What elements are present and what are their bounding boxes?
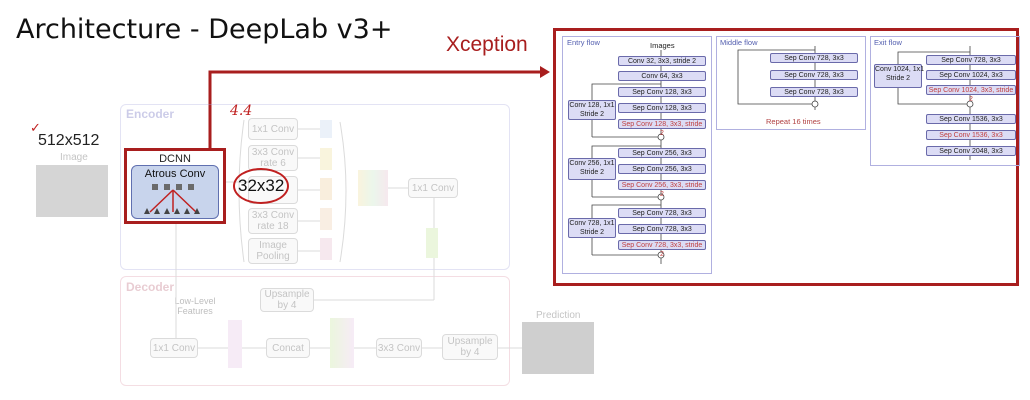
exit-layer-1: Sep Conv 728, 3x3	[926, 55, 1016, 65]
low-level-label: Low-Level Features	[174, 296, 216, 316]
decoder-concat-stack	[330, 318, 354, 368]
image-label: Image	[60, 152, 88, 163]
dcnn-label: DCNN	[159, 153, 191, 165]
atrous-conv-label: Atrous Conv	[144, 168, 206, 180]
concat-box: Concat	[266, 338, 310, 358]
middle-layer-3: Sep Conv 728, 3x3	[770, 87, 858, 97]
entry-layer-5: Sep Conv 128, 3x3, stride 2	[618, 119, 706, 137]
middle-flow-title: Middle flow	[720, 38, 758, 47]
exit-layer-2: Sep Conv 1024, 3x3	[926, 70, 1016, 80]
entry-layer-6: Sep Conv 256, 3x3	[618, 148, 706, 158]
entry-layer-11: Sep Conv 728, 3x3, stride 2	[618, 240, 706, 258]
prediction-label: Prediction	[536, 310, 581, 321]
dec-3x3-conv: 3x3 Conv	[376, 338, 422, 358]
scribble-annotation: 4.4	[230, 103, 253, 119]
atrous-kernel-diagram	[144, 184, 200, 214]
middle-layer-1: Sep Conv 728, 3x3	[770, 53, 858, 63]
feature-block	[320, 178, 332, 200]
low-level-block	[228, 320, 242, 368]
entry-flow-title: Entry flow	[567, 38, 600, 47]
concat-stack	[358, 170, 388, 206]
images-label: Images	[650, 41, 675, 50]
upsample-box-2: Upsample by 4	[442, 334, 498, 360]
encoder-output	[426, 228, 438, 258]
entry-layer-9: Sep Conv 728, 3x3	[618, 208, 706, 218]
aspp-1x1: 1x1 Conv	[248, 118, 298, 140]
entry-layer-3: Sep Conv 128, 3x3	[618, 87, 706, 97]
encoder-label: Encoder	[126, 107, 175, 121]
entry-skip-1: Conv 128, 1x1 Stride 2	[568, 100, 616, 120]
middle-layer-2: Sep Conv 728, 3x3	[770, 70, 858, 80]
entry-layer-4: Sep Conv 128, 3x3	[618, 103, 706, 113]
entry-layer-7: Sep Conv 256, 3x3	[618, 164, 706, 174]
entry-layer-1: Conv 32, 3x3, stride 2	[618, 56, 706, 66]
exit-layer-6: Sep Conv 2048, 3x3	[926, 146, 1016, 156]
check-mark: ✓	[30, 120, 41, 135]
decoder-box	[120, 276, 510, 386]
entry-layer-10: Sep Conv 728, 3x3	[618, 224, 706, 234]
aspp-rate6: 3x3 Conv rate 6	[248, 145, 298, 171]
entry-layer-8: Sep Conv 256, 3x3, stride 2	[618, 180, 706, 198]
exit-layer-3: Sep Conv 1024, 3x3, stride 2	[926, 85, 1016, 103]
decoder-label: Decoder	[126, 280, 175, 294]
upsample-box: Upsample by 4	[260, 288, 314, 312]
encoder-box	[120, 104, 510, 270]
middle-flow-section	[716, 36, 866, 130]
input-size-annotation: 512x512	[38, 132, 100, 149]
aspp-pooling: Image Pooling	[248, 238, 298, 264]
feature-size-annotation: 32x32	[238, 176, 285, 195]
exit-layer-5: Sep Conv 1536, 3x3	[926, 130, 1016, 140]
feature-block	[320, 238, 332, 260]
xception-annotation: Xception	[446, 33, 528, 56]
input-image	[36, 165, 108, 217]
feature-block	[320, 208, 332, 230]
dcnn-box: DCNN Atrous Conv	[124, 148, 226, 224]
aspp-rate18: 3x3 Conv rate 18	[248, 208, 298, 234]
entry-flow-section	[562, 36, 712, 274]
exit-flow-section	[870, 36, 1020, 166]
entry-layer-2: Conv 64, 3x3	[618, 71, 706, 81]
exit-flow-title: Exit flow	[874, 38, 902, 47]
exit-skip: Conv 1024, 1x1 Stride 2	[874, 64, 924, 88]
circle-annotation	[233, 168, 289, 204]
exit-layer-4: Sep Conv 1536, 3x3	[926, 114, 1016, 124]
prediction-image	[522, 322, 594, 374]
slide-title: Architecture - DeepLab v3+	[16, 14, 393, 45]
dec-1x1-conv: 1x1 Conv	[150, 338, 198, 358]
atrous-conv-box: Atrous Conv	[131, 165, 219, 219]
feature-block	[320, 120, 332, 138]
middle-repeat-label: Repeat 16 times	[766, 117, 821, 126]
enc-1x1-conv: 1x1 Conv	[408, 178, 458, 198]
entry-skip-2: Conv 256, 1x1 Stride 2	[568, 158, 616, 180]
feature-block	[320, 148, 332, 170]
entry-skip-3: Conv 728, 1x1 Stride 2	[568, 218, 616, 238]
